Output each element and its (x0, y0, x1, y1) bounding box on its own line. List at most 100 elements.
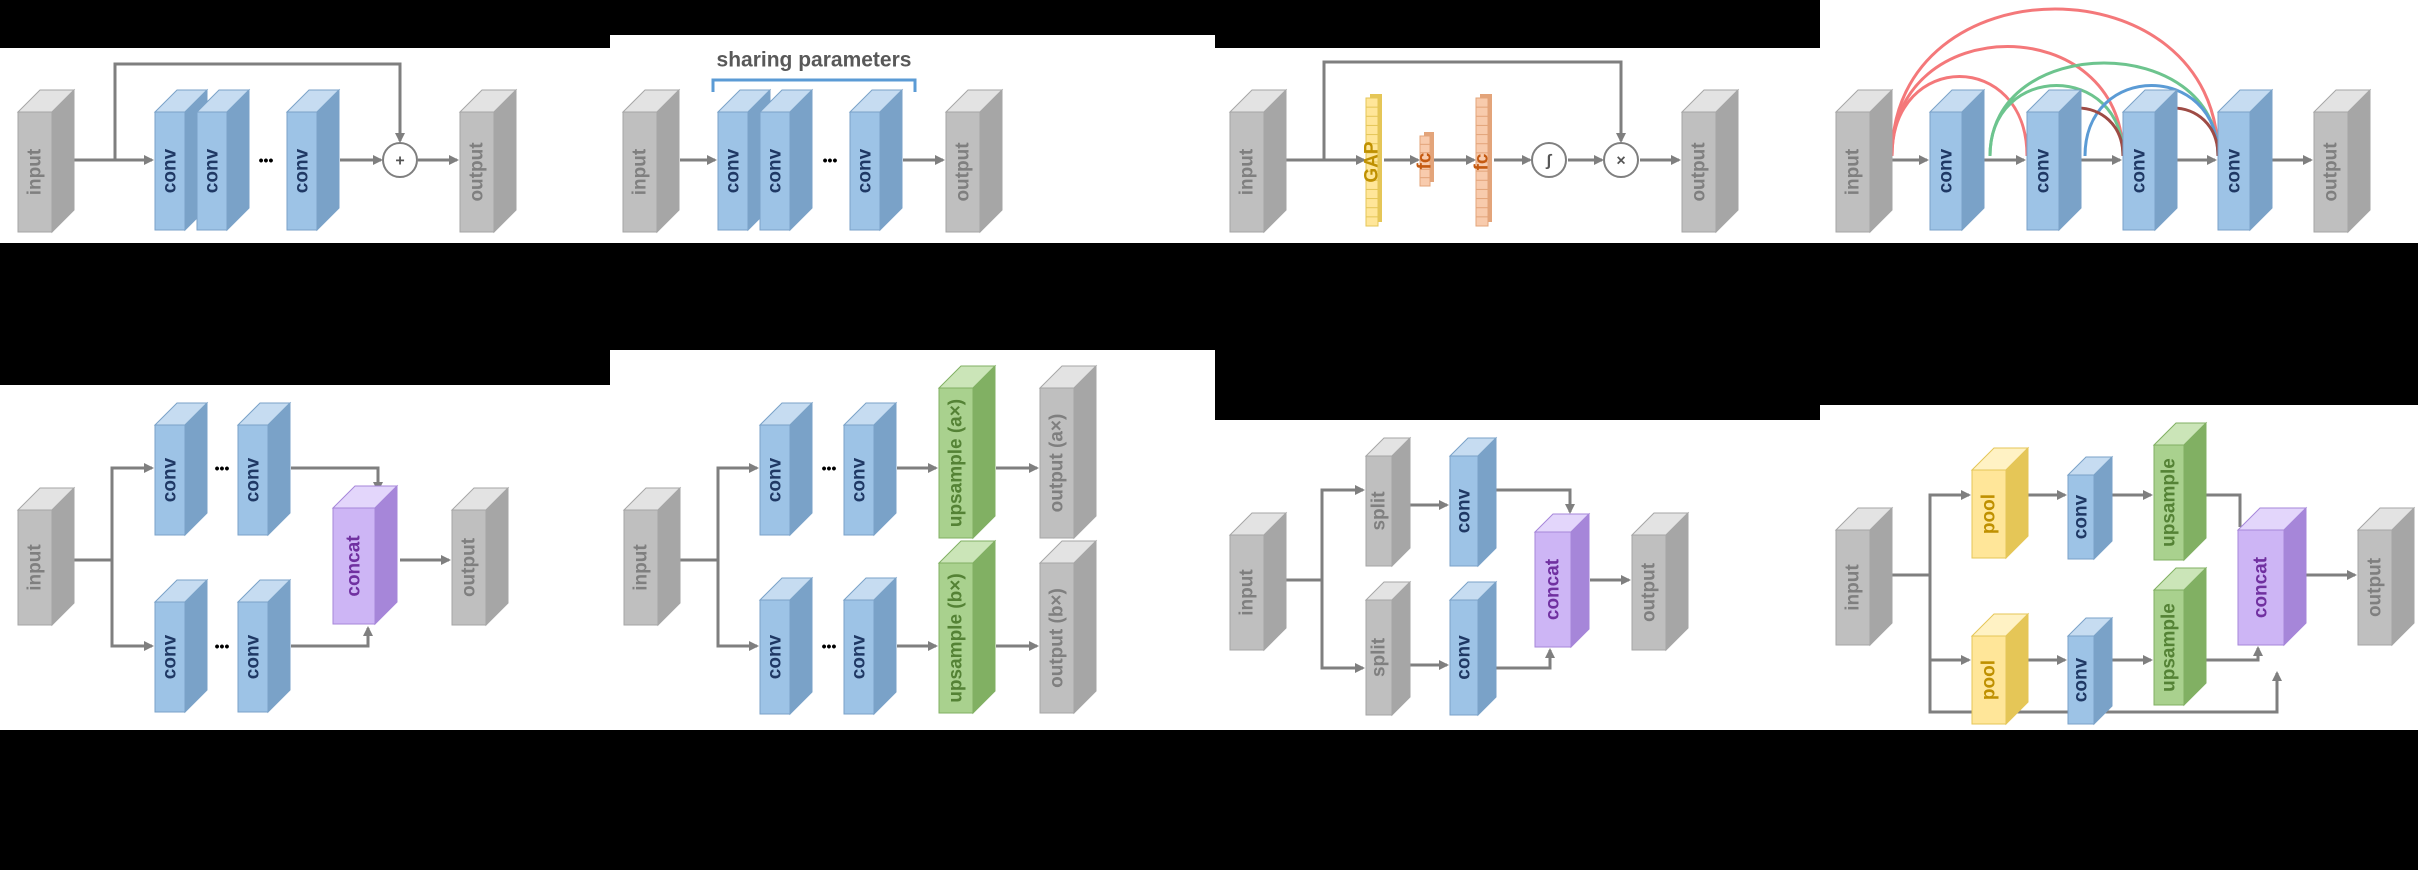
p7-conv-top-front-face (1449, 455, 1479, 567)
p3-fc-block-2-label: fc (1472, 153, 1493, 170)
p1-conv-block-3-side-face (316, 88, 340, 232)
p8-upsample-top-label: upsample (2159, 458, 2180, 547)
p4-conv-block-2-side-face (2058, 88, 2082, 232)
p7-input-block: input (1228, 511, 1288, 652)
p3-output-block: output (1680, 88, 1740, 234)
p6-ellipsis-top: ••• (822, 460, 837, 476)
p3-fc-block-1: fc (1415, 132, 1436, 187)
p6-conv-bottom-1-label: conv (765, 634, 786, 679)
p7-concat-block: concat (1533, 512, 1591, 649)
p6-conv-bottom-2-front-face (843, 599, 875, 715)
p3-sigmoid-op-symbol: ∫ (1545, 153, 1553, 170)
p4-conv-block-4-label: conv (2224, 148, 2245, 193)
p6-upsample-b-block: upsample (b×) (937, 539, 997, 715)
p2-input-block: input (621, 88, 681, 234)
p1-output-block-label: output (467, 142, 488, 202)
p6-upsample-b-block-label: upsample (b×) (946, 573, 967, 702)
p1-input-block: input (16, 88, 76, 234)
p7-split-bottom-label: split (1369, 637, 1390, 677)
p5-conv-bottom-1-label: conv (160, 634, 181, 679)
p8-conv-top-label: conv (2071, 494, 2092, 539)
p3-skip-connection (1322, 60, 1626, 160)
p5-output-block-front-face (451, 509, 487, 626)
p6-conv-bottom-1: conv (758, 576, 814, 716)
p3-fc-block-1-label: fc (1415, 152, 1436, 169)
p4-dense-arc-green-2 (1988, 84, 2125, 157)
p5-concat-block: concat (331, 484, 399, 626)
p8-output-block: output (2356, 506, 2416, 647)
p6-input-block: input (622, 486, 682, 627)
p1-skip-connection (113, 62, 405, 160)
p6-upsample-a-block-front-face (938, 387, 974, 539)
p8-input-block-front-face (1835, 529, 1871, 646)
p6-conv-top-2-front-face (843, 424, 875, 536)
p8-upsample-bottom-label: upsample (2159, 603, 2180, 692)
p2-conv-block-2-side-face (789, 88, 813, 232)
p8-upsample-bottom: upsample (2152, 566, 2208, 707)
p7-output-block: output (1630, 511, 1690, 652)
p5-conv-top-1-label: conv (160, 457, 181, 502)
p6-ellipsis-bottom: ••• (822, 638, 837, 654)
p5-conv-top-2-side-face (267, 401, 291, 537)
p5-branch-bottom (110, 560, 154, 651)
p7-branch-bottom (1320, 580, 1365, 673)
p7-concat-block-side-face (1570, 512, 1590, 649)
p3-multiply-op-symbol: × (1616, 153, 1625, 170)
p5-conv-top-1-side-face (184, 401, 208, 537)
p6-conv-top-1-label: conv (765, 457, 786, 502)
p4-output-block-side-face (2347, 88, 2371, 234)
p4-conv-block-4-front-face (2217, 111, 2251, 231)
p5-conv-bottom-1-side-face (184, 578, 208, 714)
p7-conv-top-label: conv (1454, 488, 1475, 533)
p1-conv-block-2-front-face (196, 111, 228, 231)
p8-output-block-label: output (2365, 557, 2386, 617)
p2-conv-block-1-front-face (717, 111, 749, 231)
p4-conv-block-3-label: conv (2129, 148, 2150, 193)
p8-conv-bottom-label: conv (2071, 657, 2092, 702)
p2-ellipsis: ••• (823, 152, 838, 168)
p6-output-b-block-front-face (1039, 562, 1075, 714)
panel-pyramid-pooling (1820, 405, 2418, 730)
p8-output-block-front-face (2357, 529, 2393, 646)
p1-conv-block-3: conv (285, 88, 341, 232)
p3-multiply-op: × (1603, 142, 1639, 178)
p8-pool-top-label: pool (1979, 494, 2000, 534)
p6-conv-top-1: conv (758, 401, 814, 537)
p1-add-op-circle (382, 142, 418, 178)
p4-output-block: output (2312, 88, 2372, 234)
p7-split-bottom-front-face (1365, 599, 1393, 716)
p4-conv-block-3-front-face (2122, 111, 2156, 231)
p6-conv-bottom-1-side-face (789, 576, 813, 716)
p3-input-block-front-face (1229, 111, 1265, 233)
p5-concat-block-side-face (374, 484, 398, 626)
p8-arrow-up-concat-top (2206, 493, 2242, 527)
p5-conv-top-2-front-face (237, 424, 269, 536)
p3-fc-block-2: fc (1472, 94, 1493, 227)
p8-conv-bottom-side-face (2093, 616, 2113, 726)
p2-conv-block-2-front-face (759, 111, 791, 231)
p4-conv-block-1-front-face (1929, 111, 1963, 231)
p4-output-block-label: output (2321, 142, 2342, 202)
p7-branch-top (1286, 485, 1365, 582)
p6-conv-bottom-2: conv (842, 576, 898, 716)
panel-inception (0, 385, 610, 730)
p4-conv-block-3-side-face (2154, 88, 2178, 232)
p7-split-top-front-face (1365, 455, 1393, 567)
p2-output-block-side-face (979, 88, 1003, 234)
p1-input-block-label: input (25, 148, 46, 195)
p3-gap-block-label: GAP (1362, 141, 1383, 183)
p6-input-block-label: input (631, 544, 652, 591)
p6-conv-bottom-1-front-face (759, 599, 791, 715)
p6-conv-top-2-side-face (873, 401, 897, 537)
p7-conv-top-side-face (1477, 436, 1497, 568)
p5-conv-top-1-front-face (154, 424, 186, 536)
p5-concat-block-label: concat (344, 535, 365, 597)
p8-input-block: input (1834, 506, 1894, 647)
p8-pool-bottom: pool (1970, 612, 2030, 726)
p2-input-block-front-face (622, 111, 658, 233)
p7-split-top-label: split (1369, 491, 1390, 531)
p8-conv-bottom: conv (2066, 616, 2114, 726)
p4-input-block-label: input (1843, 148, 1864, 195)
p3-output-block-side-face (1715, 88, 1739, 234)
